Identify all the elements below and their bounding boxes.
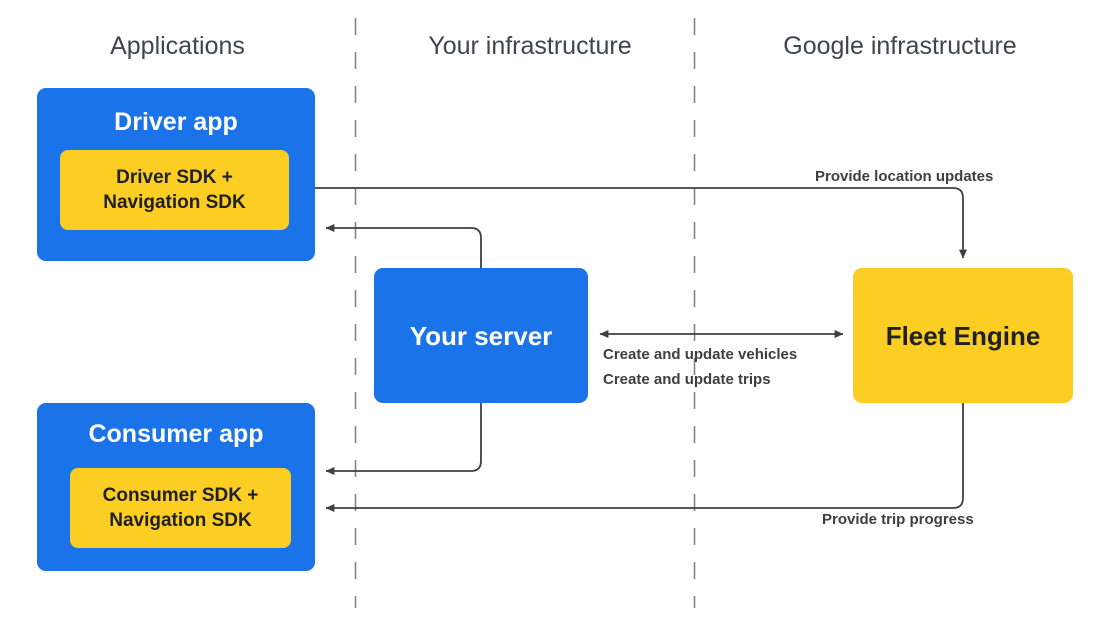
edge-label-create-and-update-vehicles: Create and update vehicles [603,346,798,363]
node-driver-sdk-line-1: Driver SDK + [116,167,233,188]
connector-fleet-engine-to-consumer-app [325,403,964,512]
node-driver-app-title: Driver app [114,108,238,136]
connector-server-to-consumer-app [325,403,482,475]
edge-label-provide-location-updates: Provide location updates [815,168,994,185]
connector-server-to-driver-app [325,224,482,268]
connector-driver-to-fleet-engine [288,187,967,259]
node-consumer-app[interactable]: Consumer app Consumer SDK + Navigation S… [37,403,315,571]
column-heading-applications: Applications [110,32,245,60]
node-your-server[interactable]: Your server [374,268,588,403]
node-driver-sdk-line-2: Navigation SDK [103,192,246,213]
node-driver-sdk[interactable]: Driver SDK + Navigation SDK [60,150,289,230]
node-your-server-title: Your server [409,320,553,351]
edge-label-create-and-update-trips: Create and update trips [603,371,771,388]
node-driver-app[interactable]: Driver app Driver SDK + Navigation SDK [37,88,315,261]
column-heading-google-infrastructure: Google infrastructure [783,32,1017,60]
edge-label-provide-trip-progress: Provide trip progress [822,511,974,528]
node-consumer-sdk-line-1: Consumer SDK + [102,485,259,506]
column-heading-your-infrastructure: Your infrastructure [428,32,632,60]
node-consumer-sdk-line-2: Navigation SDK [109,510,252,531]
node-fleet-engine-title: Fleet Engine [885,320,1041,351]
node-fleet-engine[interactable]: Fleet Engine [853,268,1073,403]
node-consumer-app-title: Consumer app [88,420,264,448]
node-consumer-sdk[interactable]: Consumer SDK + Navigation SDK [70,468,291,548]
